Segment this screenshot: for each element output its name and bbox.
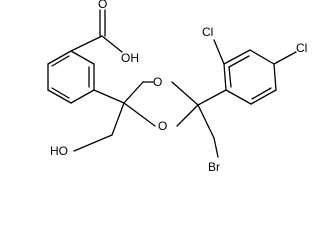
- hydroxyl-label: HO: [50, 144, 68, 158]
- ring-oxygen-bottom-label: O: [158, 119, 167, 133]
- chlorine-para-label: Cl: [296, 41, 307, 55]
- chlorine-ortho-label: Cl: [202, 25, 213, 39]
- ring-oxygen-top-label: O: [153, 75, 162, 89]
- chemical-structure-diagram: O OH O O HO Cl Cl Br: [47, 0, 307, 174]
- bond-lines: [47, 9, 297, 158]
- carboxyl-oh-label: OH: [121, 51, 139, 65]
- atom-labels: O OH O O HO Cl Cl Br: [50, 0, 307, 174]
- carbonyl-oxygen-label: O: [98, 0, 107, 11]
- bromine-label: Br: [208, 160, 220, 174]
